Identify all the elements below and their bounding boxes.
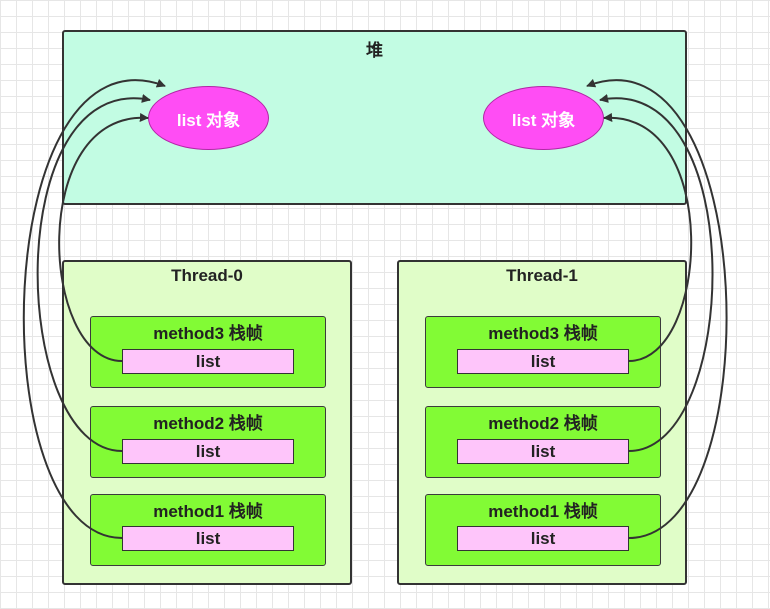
frame-title: method3 栈帧 bbox=[488, 324, 598, 343]
heap-object-left: list 对象 bbox=[148, 86, 269, 150]
frame-title: method1 栈帧 bbox=[153, 502, 263, 521]
frame-title: method2 栈帧 bbox=[488, 414, 598, 433]
frame-title: method2 栈帧 bbox=[153, 414, 263, 433]
thread-0-method3-list-ref: list bbox=[122, 349, 294, 374]
frame-title: method3 栈帧 bbox=[153, 324, 263, 343]
thread-0-title: Thread-0 bbox=[171, 266, 243, 285]
heap-title: 堆 bbox=[366, 41, 383, 60]
frame-title: method1 栈帧 bbox=[488, 502, 598, 521]
thread-1-method1-list-ref: list bbox=[457, 526, 629, 551]
thread-0-method1-list-ref: list bbox=[122, 526, 294, 551]
thread-1-method2-list-ref: list bbox=[457, 439, 629, 464]
thread-0-method2-list-ref: list bbox=[122, 439, 294, 464]
heap-object-right: list 对象 bbox=[483, 86, 604, 150]
thread-1-method3-list-ref: list bbox=[457, 349, 629, 374]
thread-1-title: Thread-1 bbox=[506, 266, 578, 285]
